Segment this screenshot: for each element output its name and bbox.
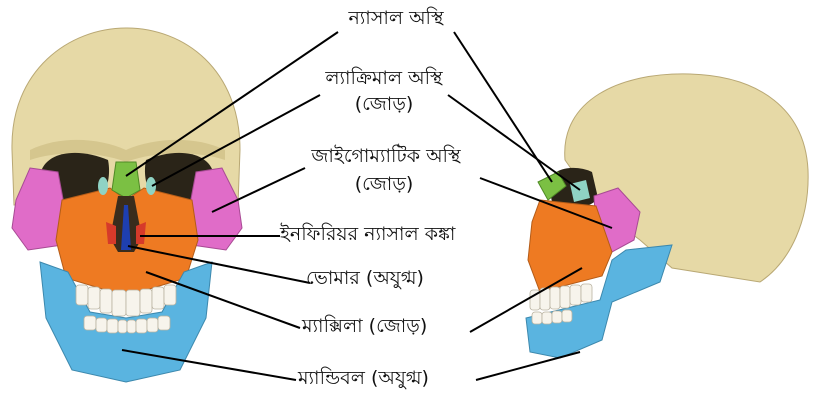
leader-mandible-side — [476, 352, 580, 380]
front-skull — [12, 28, 242, 382]
side-skull — [526, 74, 808, 358]
front-nasal-bone — [112, 162, 140, 198]
label-inferior-nasal-concha: ইনফিরিয়র ন্যাসাল কঙ্কা — [280, 224, 498, 246]
front-left-lacrimal — [146, 177, 156, 195]
front-right-lacrimal — [98, 177, 108, 195]
label-lacrimal: ল্যাক্রিমাল অস্থি — [314, 68, 454, 90]
label-nasal: ন্যাসাল অস্থি — [332, 8, 460, 30]
label-vomer: ভোমার (অযুগ্ম) — [306, 268, 482, 290]
label-zygomatic: জাইগোম্যাটিক অস্থি — [296, 146, 476, 168]
label-maxilla: ম্যাক্সিলা (জোড়) — [302, 316, 472, 338]
label-mandible: ম্যান্ডিবল (অযুগ্ম) — [298, 368, 478, 390]
leader-lacrimal-side — [448, 95, 580, 190]
label-zygomatic-pair: (জোড়) — [344, 174, 424, 196]
label-lacrimal-pair: (জোড়) — [344, 94, 424, 116]
